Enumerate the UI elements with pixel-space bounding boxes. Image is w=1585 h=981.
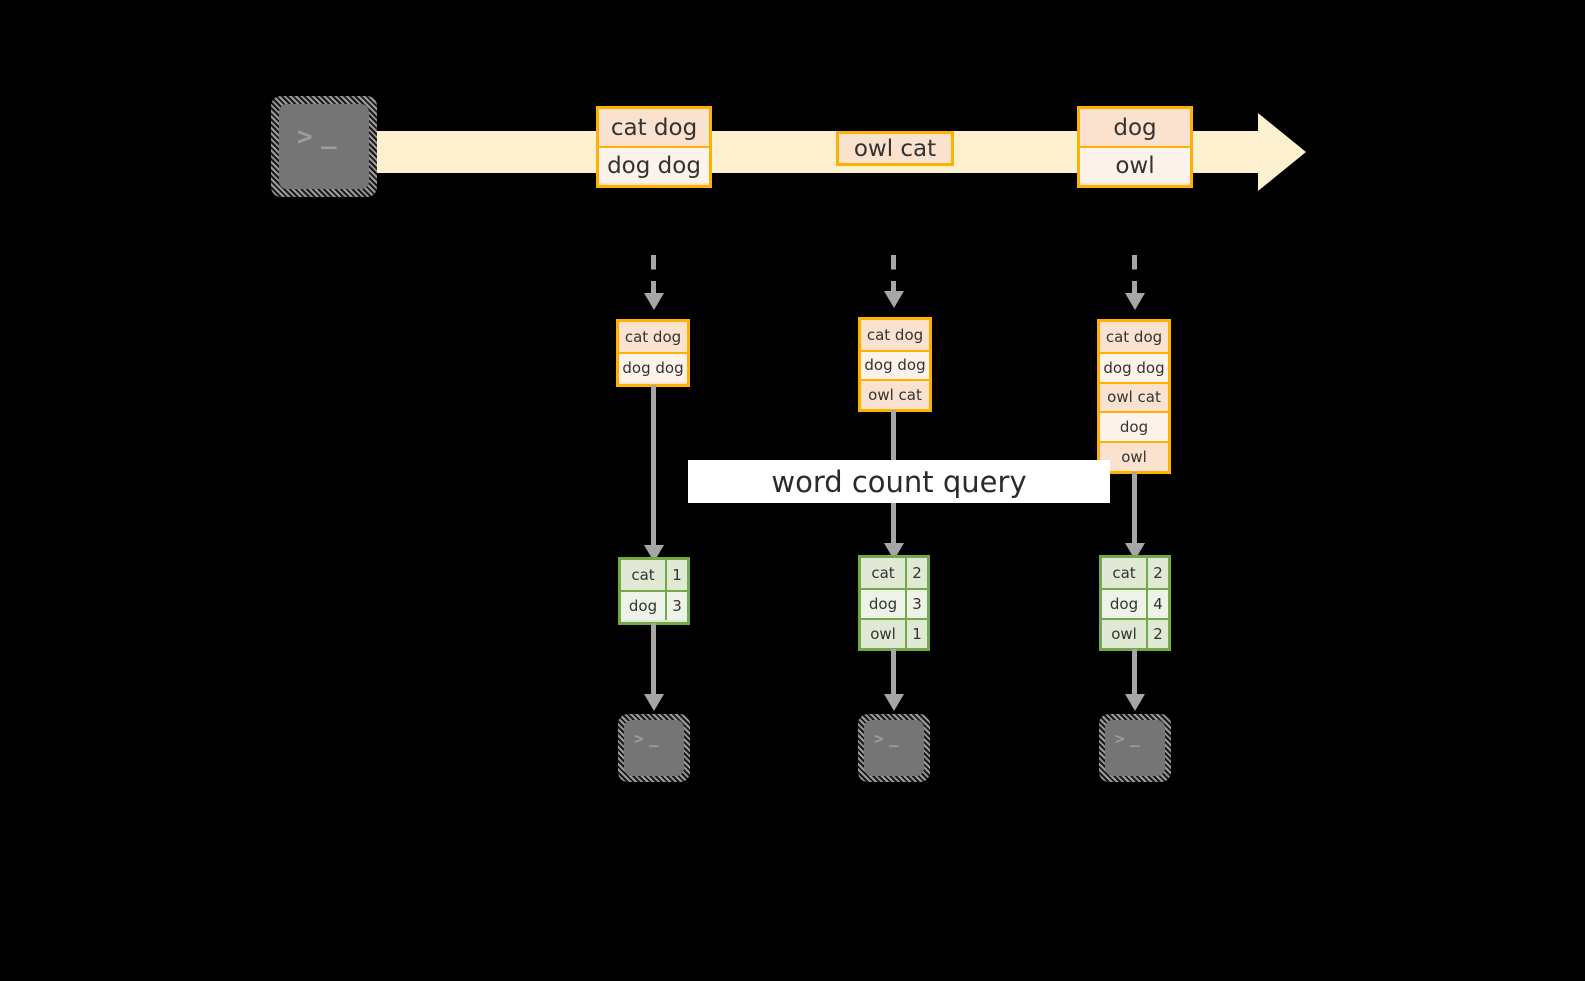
query-arrow-line bbox=[651, 385, 656, 557]
terminal-prompt-glyph: > bbox=[634, 729, 645, 748]
sink-arrow-head bbox=[644, 694, 664, 711]
result-row: dog 3 bbox=[621, 590, 687, 620]
result-count: 4 bbox=[1146, 590, 1168, 618]
snapshot-line: owl bbox=[1100, 441, 1168, 471]
query-arrow-line bbox=[1132, 472, 1137, 557]
stream-event-record[interactable]: cat dog dog dog bbox=[596, 106, 712, 188]
result-table[interactable]: cat 2 dog 4 owl 2 bbox=[1099, 555, 1171, 651]
snapshot-feed-line bbox=[1132, 255, 1137, 295]
result-word: owl bbox=[870, 625, 896, 643]
snapshot-line: dog dog bbox=[619, 352, 687, 382]
snapshot-line: dog dog bbox=[1100, 351, 1168, 382]
result-count: 2 bbox=[1146, 620, 1168, 648]
result-row: cat 2 bbox=[1102, 558, 1168, 588]
stream-event-line: dog bbox=[1080, 109, 1190, 146]
result-count: 2 bbox=[905, 558, 927, 588]
snapshot-feed-line bbox=[651, 255, 656, 295]
query-label: word count query bbox=[771, 464, 1027, 499]
snapshot-table[interactable]: cat dog dog dog bbox=[616, 319, 690, 387]
snapshot-feed-arrowhead bbox=[644, 293, 664, 310]
result-count: 2 bbox=[1146, 558, 1168, 588]
stream-event-line: dog dog bbox=[599, 146, 709, 183]
snapshot-line: cat dog bbox=[861, 320, 929, 350]
result-count: 1 bbox=[905, 620, 927, 648]
terminal-cursor-glyph: _ bbox=[889, 728, 900, 747]
stream-event-line: cat dog bbox=[599, 109, 709, 146]
result-count: 3 bbox=[905, 590, 927, 618]
terminal-prompt-glyph: > bbox=[1115, 729, 1126, 748]
stream-event-line: owl bbox=[1080, 146, 1190, 183]
result-word: dog bbox=[868, 595, 898, 613]
sink-terminal-icon[interactable]: > _ bbox=[1099, 714, 1171, 782]
source-terminal-icon[interactable]: > _ bbox=[271, 96, 377, 197]
snapshot-table[interactable]: cat dog dog dog owl cat dog owl bbox=[1097, 319, 1171, 474]
terminal-prompt-glyph: > bbox=[297, 122, 314, 152]
result-row: cat 1 bbox=[621, 560, 687, 590]
sink-terminal-icon[interactable]: > _ bbox=[618, 714, 690, 782]
result-table[interactable]: cat 1 dog 3 bbox=[618, 557, 690, 625]
terminal-cursor-glyph: _ bbox=[321, 120, 338, 150]
sink-arrow-line bbox=[1132, 649, 1137, 700]
snapshot-line: cat dog bbox=[619, 322, 687, 352]
snapshot-feed-line bbox=[891, 255, 896, 293]
terminal-cursor-glyph: _ bbox=[1130, 728, 1141, 747]
stream-event-record[interactable]: owl cat bbox=[836, 131, 954, 166]
stream-event-record[interactable]: dog owl bbox=[1077, 106, 1193, 188]
result-count: 3 bbox=[665, 592, 687, 620]
result-word: owl bbox=[1111, 625, 1137, 643]
result-row: cat 2 bbox=[861, 558, 927, 588]
result-word: cat bbox=[1112, 564, 1136, 582]
terminal-cursor-glyph: _ bbox=[649, 728, 660, 747]
result-word: cat bbox=[631, 566, 655, 584]
stream-arrowhead bbox=[1258, 113, 1306, 191]
stream-event-line: owl cat bbox=[839, 134, 951, 163]
result-word: cat bbox=[871, 564, 895, 582]
result-count: 1 bbox=[665, 560, 687, 590]
result-row: dog 3 bbox=[861, 588, 927, 618]
snapshot-feed-arrowhead bbox=[884, 291, 904, 308]
snapshot-line: cat dog bbox=[1100, 322, 1168, 352]
snapshot-feed-arrowhead bbox=[1125, 293, 1145, 310]
snapshot-table[interactable]: cat dog dog dog owl cat bbox=[858, 317, 932, 412]
result-word: dog bbox=[628, 597, 658, 615]
sink-arrow-line bbox=[891, 649, 896, 700]
result-row: owl 1 bbox=[861, 618, 927, 648]
query-label-band: word count query bbox=[688, 460, 1110, 503]
result-row: owl 2 bbox=[1102, 618, 1168, 648]
sink-terminal-icon[interactable]: > _ bbox=[858, 714, 930, 782]
result-table[interactable]: cat 2 dog 3 owl 1 bbox=[858, 555, 930, 651]
terminal-prompt-glyph: > bbox=[874, 729, 885, 748]
result-word: dog bbox=[1109, 595, 1139, 613]
result-row: dog 4 bbox=[1102, 588, 1168, 618]
snapshot-line: dog dog bbox=[861, 349, 929, 380]
sink-arrow-head bbox=[884, 694, 904, 711]
snapshot-line: owl cat bbox=[1100, 381, 1168, 412]
sink-arrow-head bbox=[1125, 694, 1145, 711]
sink-arrow-line bbox=[651, 623, 656, 700]
snapshot-line: owl cat bbox=[861, 379, 929, 409]
snapshot-line: dog bbox=[1100, 411, 1168, 442]
